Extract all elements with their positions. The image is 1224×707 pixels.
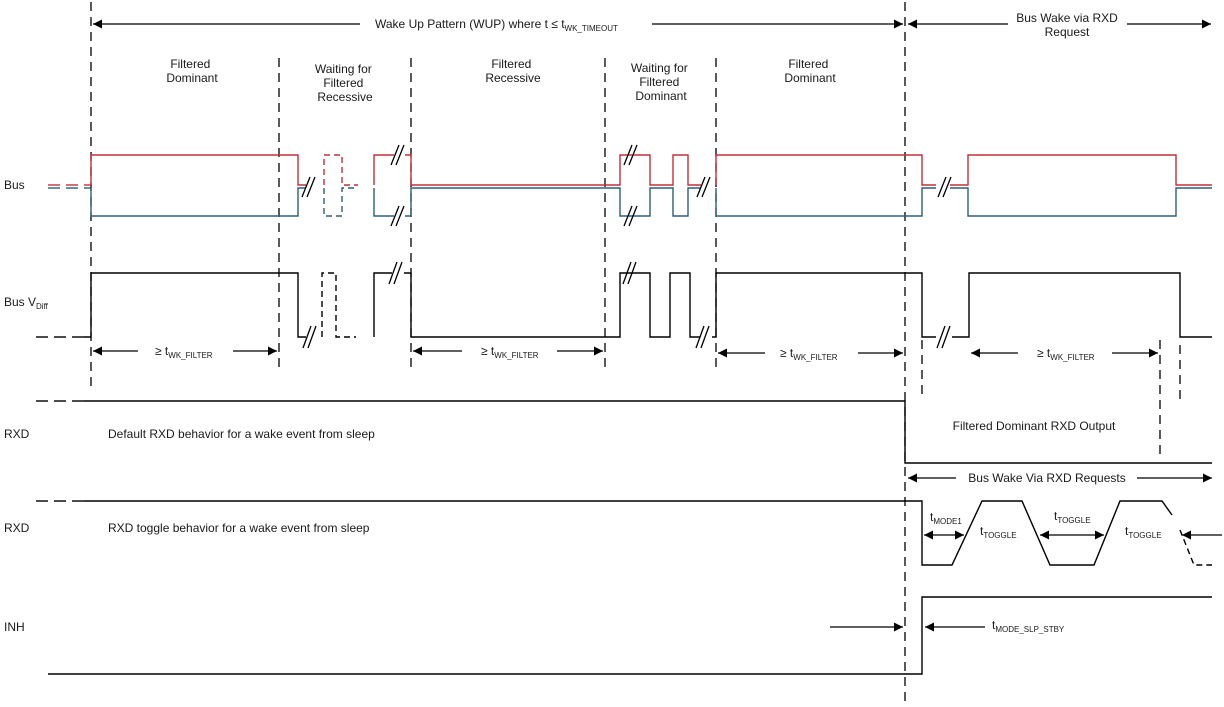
signal-label-inh: INH <box>4 620 25 634</box>
ttoggle-label-1: tTOGGLE <box>980 524 1017 540</box>
inh-trace <box>48 596 1212 675</box>
ttoggle-label-2: tTOGGLE <box>1054 509 1091 525</box>
bus-wake-requests-text: Bus Wake Via RXD Requests <box>968 471 1125 485</box>
phase-filtered-dominant-2: Filtered Dominant <box>784 57 836 85</box>
phase-filtered-recessive: Filtered Recessive <box>485 57 541 85</box>
twk-filter-label-4: ≥ tWK_FILTER <box>1037 346 1095 362</box>
signal-label-rxd-toggle: RXD <box>4 521 30 535</box>
bus-wake-title-line1: Bus Wake via RXD <box>1016 11 1118 25</box>
phase-waiting-recessive: Waiting for Filtered Recessive <box>315 62 375 104</box>
bus-canl-trace <box>48 187 1212 217</box>
phase-waiting-dominant: Waiting for Filtered Dominant <box>631 61 691 103</box>
phase-filtered-dominant-1: Filtered Dominant <box>166 57 218 85</box>
rxd-toggle-trace <box>36 500 1212 566</box>
signal-label-rxd-default: RXD <box>4 427 30 441</box>
signal-label-bus: Bus <box>4 178 25 192</box>
tmode-slp-stby-label: tMODE_SLP_STBY <box>992 618 1065 634</box>
ttoggle-label-3: tTOGGLE <box>1125 524 1162 540</box>
bus-vdiff-trace <box>36 272 1212 338</box>
twk-filter-label-1: ≥ tWK_FILTER <box>155 344 213 360</box>
signal-label-bus-vdiff: Bus VDiff <box>4 295 49 311</box>
rxd-toggle-text: RXD toggle behavior for a wake event fro… <box>108 521 370 535</box>
tmode1-label: tMODE1 <box>930 510 962 526</box>
twk-filter-arrows <box>93 346 1158 358</box>
rxd-default-text: Default RXD behavior for a wake event fr… <box>108 427 375 441</box>
bus-wake-title-line2: Request <box>1045 25 1090 39</box>
wup-title: Wake Up Pattern (WUP) where t ≤ tWK_TIME… <box>375 17 618 33</box>
bus-break-marks <box>301 144 952 227</box>
filtered-dominant-rxd-output-text: Filtered Dominant RXD Output <box>953 419 1116 433</box>
twk-filter-label-3: ≥ tWK_FILTER <box>780 346 838 362</box>
bus-canh-trace <box>48 154 1212 186</box>
rxd-default-trace <box>36 400 1212 464</box>
phase-boundaries <box>90 2 1181 707</box>
vdiff-break-marks <box>302 261 951 349</box>
twk-filter-label-2: ≥ tWK_FILTER <box>481 344 539 360</box>
